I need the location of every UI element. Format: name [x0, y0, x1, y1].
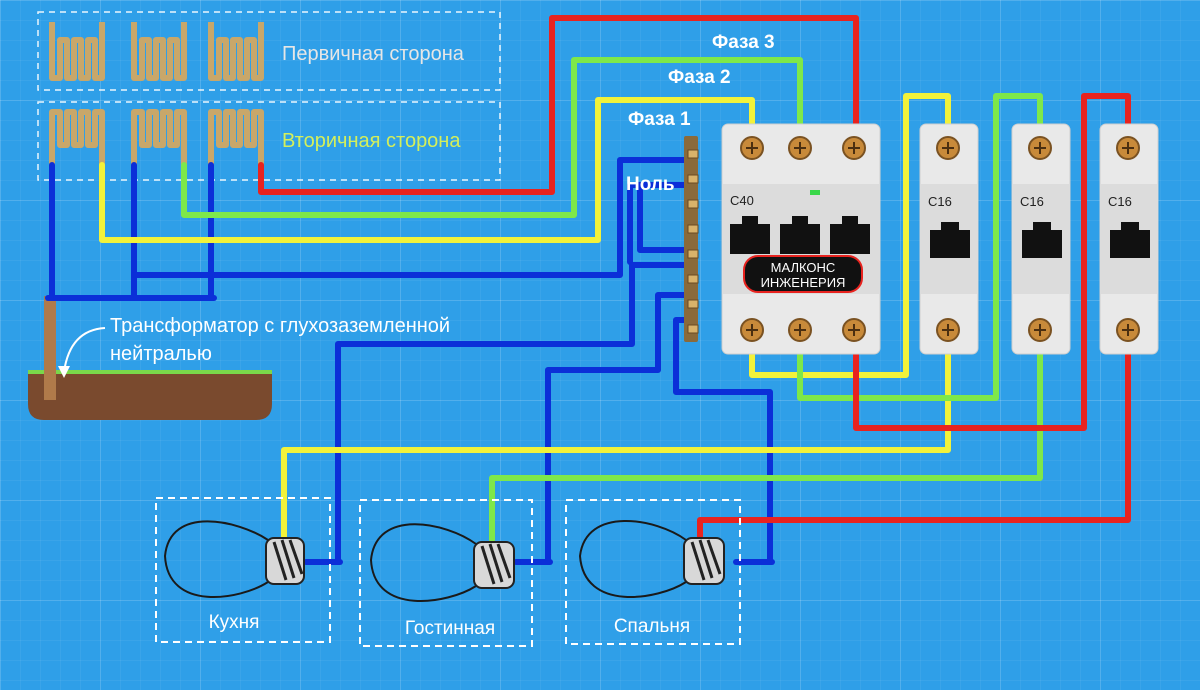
living-room-label: Гостинная	[405, 618, 495, 639]
phase2-label: Фаза 2	[668, 67, 731, 88]
kitchen-bulb-base	[265, 537, 305, 585]
logo: МАЛКОНС ИНЖЕНЕРИЯ	[743, 255, 863, 293]
group1-rating: С16	[928, 194, 952, 209]
main-breaker-rating: С40	[730, 193, 754, 208]
main-indicator	[810, 190, 820, 195]
group-breaker-2[interactable]: С16	[1011, 123, 1071, 355]
secondary-side-box	[37, 101, 501, 181]
group2-rating: С16	[1020, 194, 1044, 209]
phase3-wires	[258, 15, 1131, 545]
wires	[45, 15, 1131, 565]
group-breaker-3[interactable]: С16	[1099, 123, 1159, 355]
bedroom-bulb-base	[683, 537, 725, 585]
logo-line1: МАЛКОНС	[771, 260, 836, 275]
kitchen-label: Кухня	[209, 612, 260, 633]
room-bedroom: Спальня	[565, 499, 741, 645]
bedroom-label: Спальня	[614, 616, 690, 637]
ground-soil	[28, 372, 272, 420]
pointer-arrow	[63, 327, 106, 373]
phase2-wires	[181, 57, 1043, 543]
main-breaker-toggles[interactable]	[730, 216, 870, 254]
primary-side-label: Первичная сторона	[282, 43, 465, 65]
secondary-windings	[49, 109, 264, 165]
group-breaker-1[interactable]: С16	[919, 123, 979, 355]
phase3-label: Фаза 3	[712, 32, 775, 53]
transformer: Первичная сторона Вторичная сторона Тран…	[28, 11, 501, 420]
transformer-caption-line2: нейтралью	[110, 343, 212, 365]
main-terminals-top	[740, 136, 866, 160]
group3-rating: С16	[1108, 194, 1132, 209]
logo-line2: ИНЖЕНЕРИЯ	[761, 275, 846, 290]
pointer-arrowhead	[58, 366, 70, 378]
primary-side-box	[37, 11, 501, 91]
bedroom-bulb-glass	[578, 520, 687, 598]
room-kitchen: Кухня	[155, 497, 331, 643]
main-breaker[interactable]: С40	[721, 123, 881, 355]
kitchen-bulb-glass	[163, 520, 269, 598]
secondary-side-label: Вторичная сторона	[282, 130, 461, 152]
transformer-caption-line1: Трансформатор с глухозаземленной	[110, 315, 450, 337]
main-terminals-bottom	[740, 318, 866, 342]
phase1-label: Фаза 1	[628, 109, 691, 130]
room-living: Гостинная	[359, 499, 533, 647]
neutral-busbar	[684, 136, 699, 342]
living-bulb-base	[473, 541, 515, 589]
primary-windings	[49, 22, 264, 81]
living-bulb-glass	[369, 523, 477, 602]
neutral-label: Ноль	[626, 174, 675, 195]
ground-surface	[28, 370, 272, 374]
ground-electrode	[44, 296, 56, 400]
